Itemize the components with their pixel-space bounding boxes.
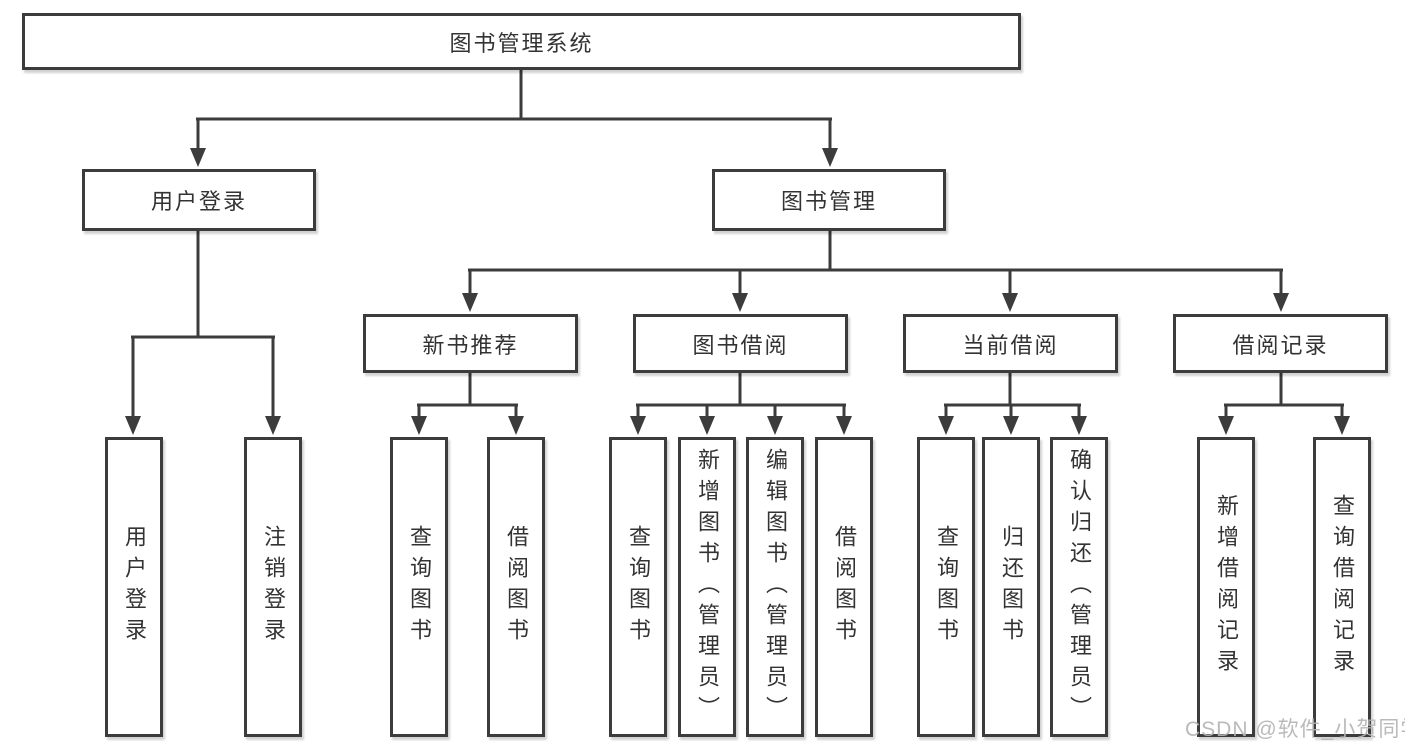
node-label: 用户登录 [122, 525, 147, 649]
leaf-edit-books-admin: 编辑图书（管理员） [746, 437, 804, 737]
leaf-borrow-books-borrowing: 借阅图书 [815, 437, 873, 737]
node-book-borrowing: 图书借阅 [633, 314, 848, 373]
node-label: 新增借阅记录 [1214, 494, 1239, 680]
node-label: 查询借阅记录 [1330, 494, 1355, 680]
node-label: 借阅图书 [504, 525, 529, 649]
arrowheads [125, 148, 1350, 435]
node-label: 编辑图书（管理员） [763, 447, 788, 727]
node-label: 查询图书 [407, 525, 432, 649]
node-label: 图书管理 [780, 189, 877, 214]
leaf-query-books-current: 查询图书 [917, 437, 975, 737]
leaf-add-borrow-record: 新增借阅记录 [1197, 437, 1255, 737]
leaf-return-books: 归还图书 [982, 437, 1040, 737]
node-label: 注销登录 [261, 525, 286, 649]
node-label: 图书管理系统 [449, 30, 594, 56]
leaf-confirm-return-admin: 确认归还（管理员） [1050, 437, 1108, 737]
node-borrowing-records: 借阅记录 [1173, 314, 1388, 373]
node-label: 查询图书 [626, 525, 651, 649]
leaf-logout: 注销登录 [244, 437, 302, 737]
node-label: 借阅记录 [1232, 332, 1329, 358]
node-label: 新增图书（管理员） [695, 447, 720, 727]
node-label: 确认归还（管理员） [1067, 447, 1092, 727]
leaf-add-books-admin: 新增图书（管理员） [678, 437, 736, 737]
node-library-management-system: 图书管理系统 [22, 13, 1021, 70]
watermark: CSDN @软件_小贺同学 [1185, 718, 1405, 741]
leaf-user-login: 用户登录 [105, 437, 163, 737]
leaf-query-books-recommend: 查询图书 [390, 437, 448, 737]
node-label: 借阅图书 [832, 525, 857, 649]
node-label: 图书借阅 [692, 332, 789, 358]
node-current-borrowing: 当前借阅 [903, 314, 1118, 373]
leaf-query-books-borrowing: 查询图书 [609, 437, 667, 737]
node-label: 当前借阅 [962, 332, 1059, 358]
node-label: 查询图书 [934, 525, 959, 649]
node-new-book-recommend: 新书推荐 [363, 314, 578, 373]
node-label: 归还图书 [999, 525, 1024, 649]
node-user-login-branch: 用户登录 [82, 169, 316, 231]
node-book-management-branch: 图书管理 [712, 169, 946, 231]
node-label: 新书推荐 [422, 332, 519, 358]
leaf-borrow-books-recommend: 借阅图书 [487, 437, 545, 737]
node-label: 用户登录 [150, 189, 247, 214]
leaf-query-borrow-record: 查询借阅记录 [1313, 437, 1371, 737]
